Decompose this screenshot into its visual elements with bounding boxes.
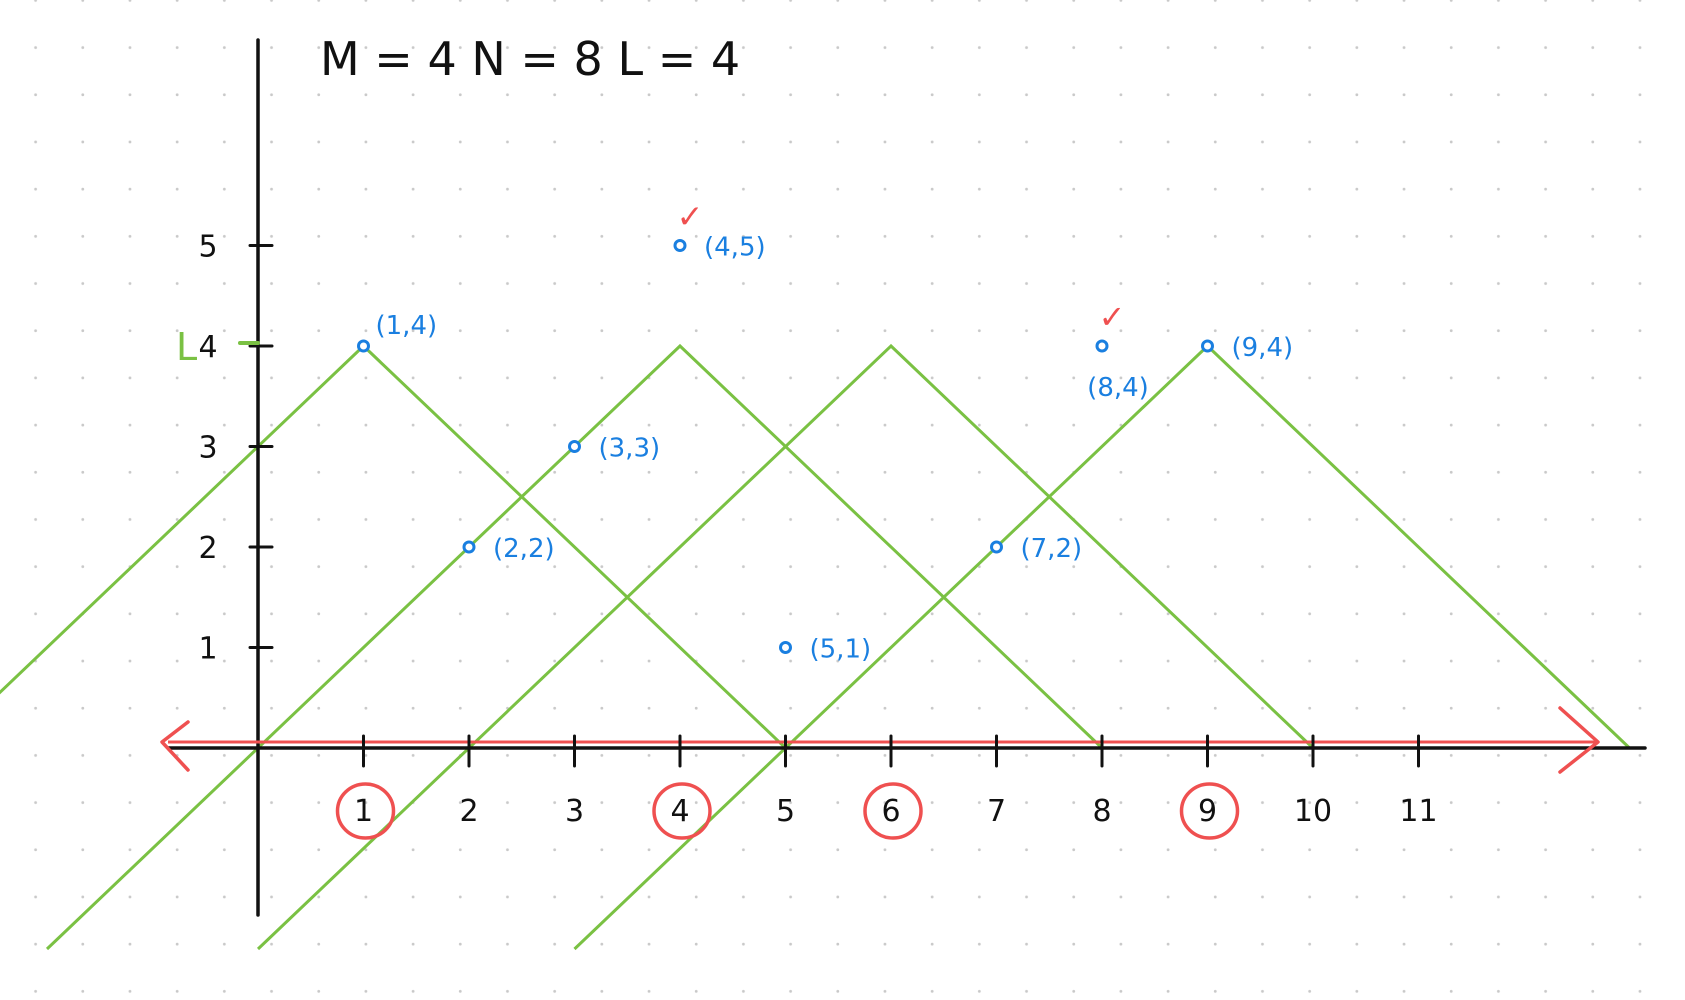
triangle-line-4 [573, 343, 1631, 951]
x-ticks: 1 2 3 4 5 6 7 8 9 10 11 [335, 734, 1438, 840]
x-tick-circle-4 [652, 782, 712, 840]
point-7-2 [990, 540, 1003, 554]
point-5-1 [779, 641, 792, 654]
y-tick-label-1: 1 [198, 632, 217, 667]
x-tick-label-11: 11 [1399, 794, 1437, 829]
x-tick-label-5: 5 [776, 794, 795, 829]
point-label-7-2: (7,2) [1021, 534, 1083, 564]
red-arrow-right-head [1558, 706, 1600, 774]
point-2-2 [462, 540, 476, 554]
x-tick-circle-1 [335, 782, 396, 840]
y-tick-label-4: 4 [198, 330, 217, 365]
point-label-2-2: (2,2) [493, 534, 555, 564]
y-tick-label-3: 3 [198, 431, 217, 466]
point-label-9-4: (9,4) [1232, 333, 1294, 363]
x-tick-circle-6 [863, 782, 923, 840]
data-points: (1,4)(2,2)(3,3)(4,5)✓(5,1)(7,2)(8,4)✓(9,… [357, 198, 1294, 665]
x-tick-label-1: 1 [354, 794, 373, 829]
level-label: L [176, 325, 197, 369]
x-tick-label-2: 2 [459, 794, 478, 829]
point-4-5 [673, 239, 687, 252]
x-tick-label-8: 8 [1092, 794, 1111, 829]
point-8-4 [1095, 339, 1109, 353]
point-label-3-3: (3,3) [599, 434, 661, 464]
level-marker: L [176, 325, 260, 369]
point-label-8-4: (8,4) [1087, 373, 1149, 403]
y-ticks: 1 2 3 4 5 [198, 230, 274, 667]
y-tick-label-2: 2 [198, 531, 217, 566]
point-1-4 [357, 339, 370, 353]
parameters-text: M = 4 N = 8 L = 4 [320, 32, 740, 86]
point-label-1-4: (1,4) [376, 311, 438, 341]
point-3-3 [568, 440, 581, 453]
x-tick-label-10: 10 [1294, 794, 1332, 829]
axes [166, 38, 1647, 917]
point-9-4 [1201, 339, 1214, 353]
point-label-5-1: (5,1) [810, 635, 872, 665]
x-tick-label-4: 4 [670, 794, 689, 829]
x-tick-label-9: 9 [1198, 794, 1217, 829]
x-tick-label-3: 3 [565, 794, 584, 829]
red-arrow [160, 706, 1600, 774]
x-tick-circle-9 [1179, 782, 1240, 840]
check-mark-4-5: ✓ [677, 198, 704, 236]
x-tick-label-7: 7 [987, 794, 1006, 829]
red-arrow-left-head [160, 720, 190, 772]
point-label-4-5: (4,5) [704, 233, 766, 263]
y-tick-label-5: 5 [198, 230, 217, 265]
x-tick-label-6: 6 [881, 794, 900, 829]
check-mark-8-4: ✓ [1099, 298, 1126, 336]
